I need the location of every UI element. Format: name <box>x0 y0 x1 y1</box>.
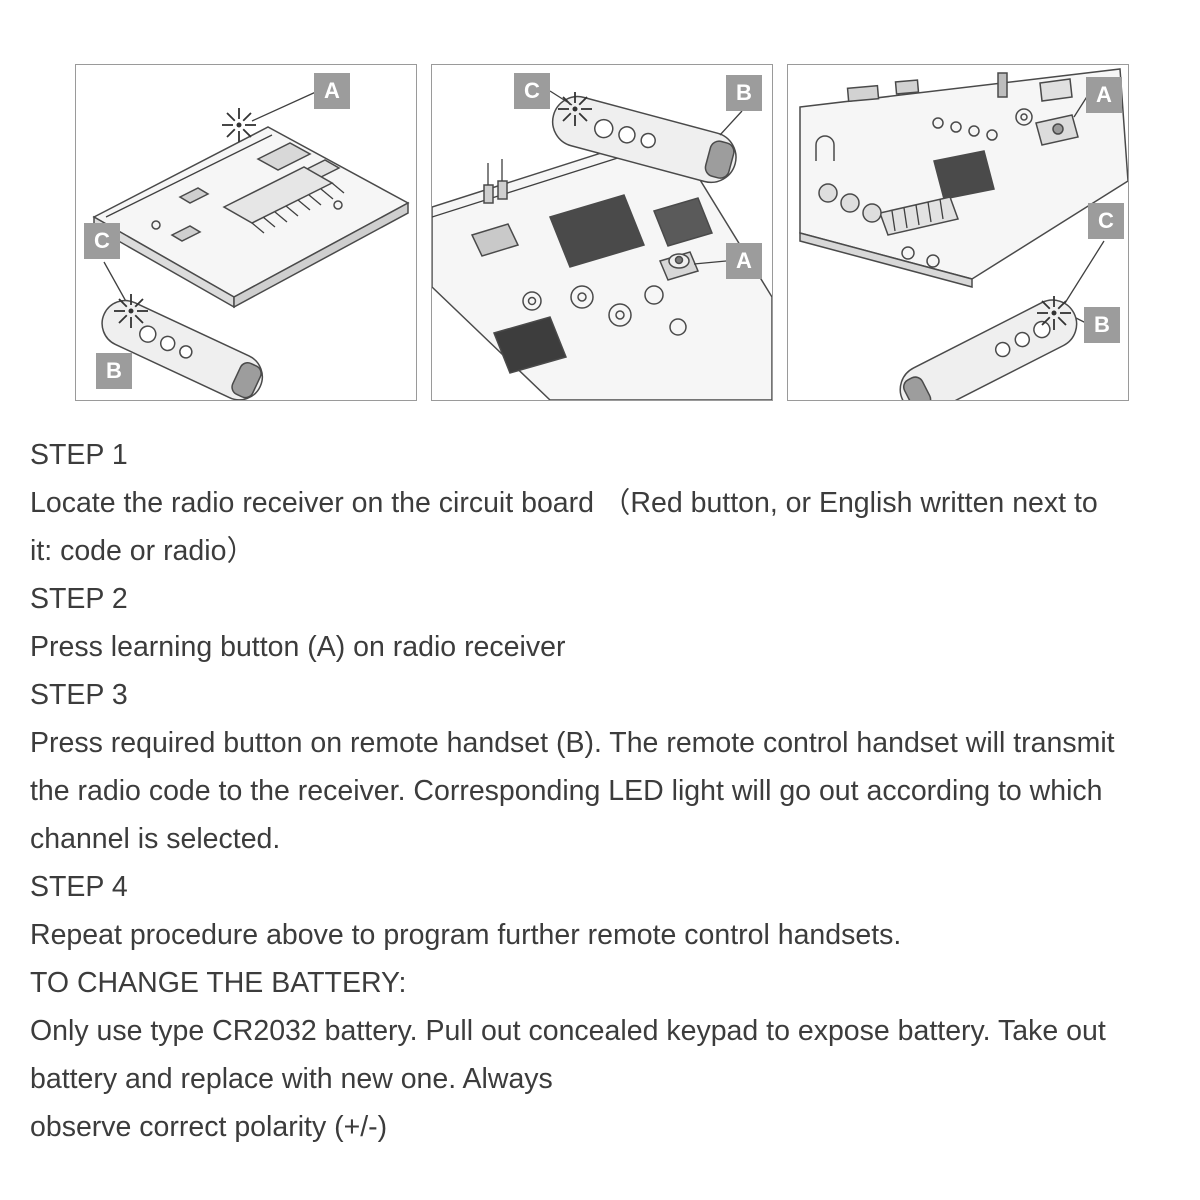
step-3-body-line-3: channel is selected. <box>30 823 281 855</box>
figure-3-board-and-remote: A C B <box>787 64 1129 401</box>
step-2-body: Press learning button (A) on radio recei… <box>30 631 566 663</box>
figure-1-locate-receiver: A C B <box>75 64 417 401</box>
label-box-b: B <box>96 353 132 389</box>
circuit-board-illustration-1 <box>92 90 410 400</box>
remote-handset <box>101 299 264 400</box>
battery-body-line-2: battery and replace with new one. Always <box>30 1063 553 1095</box>
battery-heading: TO CHANGE THE BATTERY: <box>30 967 407 999</box>
label-box-c: C <box>1088 203 1124 239</box>
step-1-body-line-2: it: code or radio） <box>30 535 255 567</box>
step-2-heading: STEP 2 <box>30 583 128 615</box>
circuit-board <box>92 126 410 309</box>
label-box-a: A <box>726 243 762 279</box>
signal-burst-icon <box>557 91 593 127</box>
step-3-heading: STEP 3 <box>30 679 128 711</box>
label-box-a: A <box>314 73 350 109</box>
connector-teeth <box>891 198 944 232</box>
signal-burst-icon <box>113 293 149 329</box>
circuit-board-illustration-3 <box>799 68 1128 400</box>
label-box-a: A <box>1086 77 1122 113</box>
label-box-b: B <box>726 75 762 111</box>
signal-burst-icon <box>1036 295 1072 331</box>
step-4-heading: STEP 4 <box>30 871 128 903</box>
figure-2-press-learning-button: C B A <box>431 64 773 401</box>
learn-button <box>658 251 700 281</box>
label-box-c: C <box>84 223 120 259</box>
label-box-b: B <box>1084 307 1120 343</box>
step-4-body: Repeat procedure above to program furthe… <box>30 919 902 951</box>
circuit-board <box>799 68 1128 288</box>
step-3-body-line-1: Press required button on remote handset … <box>30 727 1115 759</box>
label-box-c: C <box>514 73 550 109</box>
receiver-module <box>1035 114 1079 146</box>
step-1-heading: STEP 1 <box>30 439 128 471</box>
remote-handset <box>899 299 1078 400</box>
battery-body-line-1: Only use type CR2032 battery. Pull out c… <box>30 1015 1106 1047</box>
signal-burst-icon <box>221 107 257 143</box>
circuit-board-illustration-2 <box>432 90 772 400</box>
circuit-board <box>432 130 772 400</box>
instructions-text: STEP 1 Locate the radio receiver on the … <box>30 431 1172 1151</box>
step-3-body-line-2: the radio code to the receiver. Correspo… <box>30 775 1103 807</box>
remote-handset <box>551 95 737 184</box>
connector-pins <box>251 182 345 234</box>
battery-body-line-3: observe correct polarity (+/-) <box>30 1111 388 1143</box>
step-1-body-line-1: Locate the radio receiver on the circuit… <box>30 487 1098 519</box>
figures-row: A C B <box>0 0 1200 401</box>
